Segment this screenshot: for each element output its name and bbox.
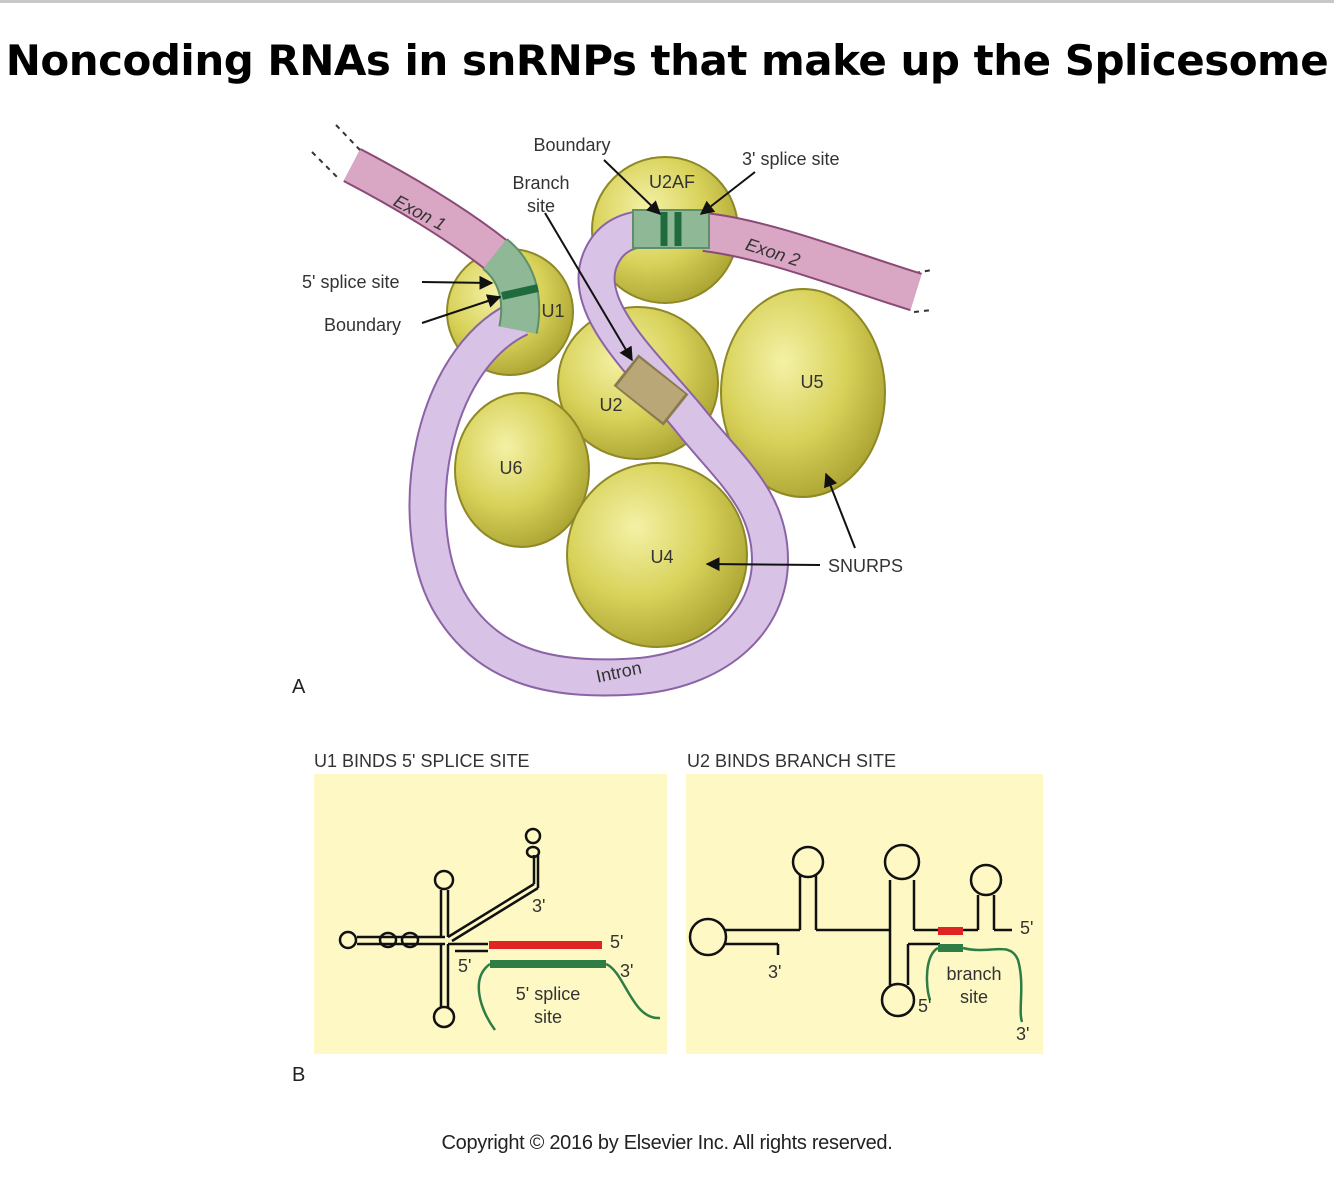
intron — [410, 211, 788, 695]
u1-label-5prime-red: 5' — [610, 932, 623, 952]
u2-label-branch-line2: site — [960, 987, 988, 1007]
snrnp-u6 — [454, 392, 590, 548]
snrnp-u4 — [566, 462, 748, 648]
label-five-prime-splice-site: 5' splice site — [302, 272, 399, 292]
label-u4: U4 — [650, 547, 673, 567]
label-branch-line1: Branch — [512, 173, 569, 193]
panel-b-letter: B — [292, 1064, 305, 1086]
panel-b-caption-left: U1 BINDS 5' SPLICE SITE — [314, 751, 530, 771]
label-boundary-left: Boundary — [324, 315, 401, 335]
u2-snrna-structure — [688, 843, 1012, 1018]
label-u5: U5 — [800, 372, 823, 392]
u2-label-branch-line1: branch — [946, 964, 1001, 984]
panel-b-caption-right: U2 BINDS BRANCH SITE — [687, 751, 896, 771]
copyright-notice: Copyright © 2016 by Elsevier Inc. All ri… — [441, 1132, 893, 1154]
u1-label-5prime-inner: 5' — [458, 956, 471, 976]
top-rule — [0, 0, 1334, 3]
label-three-prime-splice-site: 3' splice site — [742, 149, 839, 169]
u2-label-5prime-right: 5' — [1020, 918, 1033, 938]
label-boundary-top: Boundary — [533, 135, 610, 155]
u2-green-flank-right — [962, 946, 1024, 1023]
slide-title: Noncoding RNAs in snRNPs that make up th… — [5, 36, 1329, 85]
u1-label-site-line1: 5' splice — [516, 984, 580, 1004]
u2-label-5prime-bottom: 5' — [918, 996, 931, 1016]
u2-panel-bg — [686, 774, 1043, 1054]
panel-a: U2AF U1 U5 U2 U6 U4 Exon 1 Exon 2 Intron… — [292, 124, 933, 698]
u1-snrna-structure — [338, 827, 542, 1029]
label-snurps: SNURPS — [828, 556, 903, 576]
label-u6: U6 — [499, 458, 522, 478]
label-u2af: U2AF — [649, 172, 695, 192]
label-u1: U1 — [541, 301, 564, 321]
label-branch-line2: site — [527, 196, 555, 216]
snrnp-u5 — [720, 288, 886, 498]
u1-green-flank-left — [477, 962, 497, 1031]
u1-label-3prime-top: 3' — [532, 896, 545, 916]
panel-b: U1 BINDS 5' SPLICE SITE U2 BINDS BRANCH … — [292, 751, 1043, 1086]
u2-green-flank-left — [925, 946, 939, 1001]
u2-label-3prime-left: 3' — [768, 962, 781, 982]
u1-label-3prime-green: 3' — [620, 961, 633, 981]
panel-a-letter: A — [292, 676, 306, 698]
u2-label-3prime-bottom: 3' — [1016, 1024, 1029, 1044]
u1-green-flank-right — [605, 962, 661, 1020]
u1-panel-bg — [314, 774, 667, 1054]
label-u2: U2 — [599, 395, 622, 415]
u1-label-site-line2: site — [534, 1007, 562, 1027]
boundary-mark-left — [501, 284, 539, 300]
annotation-arrows — [421, 159, 856, 572]
